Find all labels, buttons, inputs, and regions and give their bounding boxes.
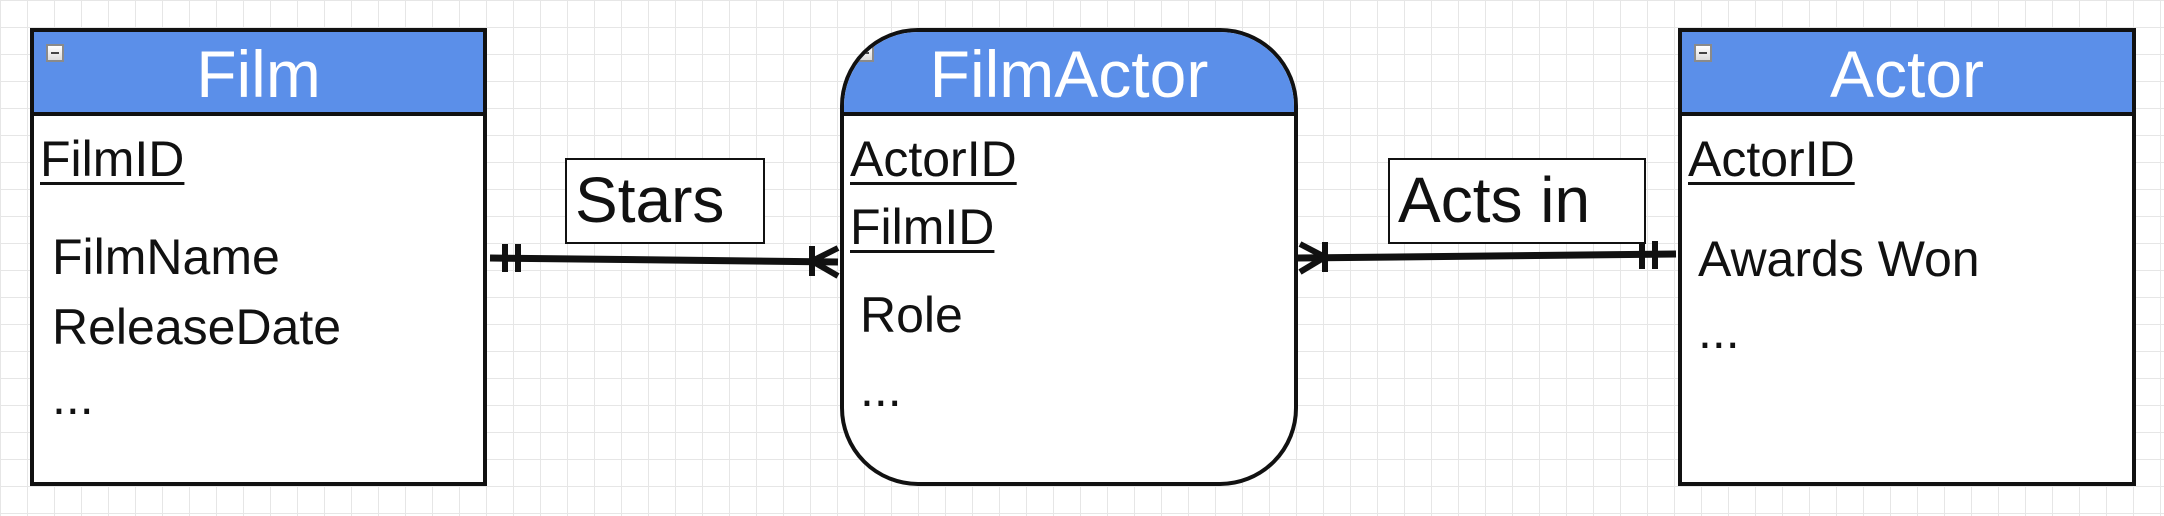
film-pk-filmid: FilmID <box>40 131 185 187</box>
filmactor-entity-title: FilmActor <box>929 37 1209 111</box>
collapse-icon[interactable] <box>1694 44 1712 62</box>
acts-in-line <box>1297 250 1677 262</box>
actor-entity-header: Actor <box>1682 32 2132 116</box>
crowfoot-filmactor-upper <box>810 245 840 264</box>
stars-line <box>489 254 839 266</box>
film-attr-filmname: FilmName <box>52 229 280 285</box>
filmactor-entity[interactable]: FilmActor ActorID FilmID Role ... <box>840 28 1298 486</box>
film-entity-header: Film <box>34 32 483 116</box>
film-entity[interactable]: Film FilmID FilmName ReleaseDate ... <box>30 28 487 486</box>
filmactor-pk-actorid: ActorID <box>850 131 1017 187</box>
collapse-icon[interactable] <box>46 44 64 62</box>
film-attr-more: ... <box>52 369 94 425</box>
crowfoot-filmactor-lower <box>810 258 840 279</box>
actor-entity-title: Actor <box>1829 37 1985 111</box>
acts-in-connector[interactable] <box>1297 241 1677 275</box>
actor-attr-more: ... <box>1698 303 1740 359</box>
filmactor-entity-header: FilmActor <box>844 32 1294 116</box>
actor-attr-awards-won: Awards Won <box>1698 231 1980 287</box>
stars-label[interactable]: Stars <box>565 158 765 244</box>
filmactor-attr-more: ... <box>860 361 902 417</box>
actor-pk-actorid: ActorID <box>1688 131 1855 187</box>
filmactor-attr-role: Role <box>860 287 963 343</box>
film-attr-releasedate: ReleaseDate <box>52 299 342 355</box>
acts-in-label[interactable]: Acts in <box>1388 158 1646 244</box>
collapse-icon[interactable] <box>856 44 874 62</box>
filmactor-pk-filmid: FilmID <box>850 199 995 255</box>
film-entity-title: Film <box>196 37 321 111</box>
stars-connector[interactable] <box>489 244 840 279</box>
crowfoot-filmactor-right-upper <box>1298 241 1327 260</box>
actor-entity[interactable]: Actor ActorID Awards Won ... <box>1678 28 2136 486</box>
crowfoot-filmactor-right-lower <box>1298 254 1327 275</box>
